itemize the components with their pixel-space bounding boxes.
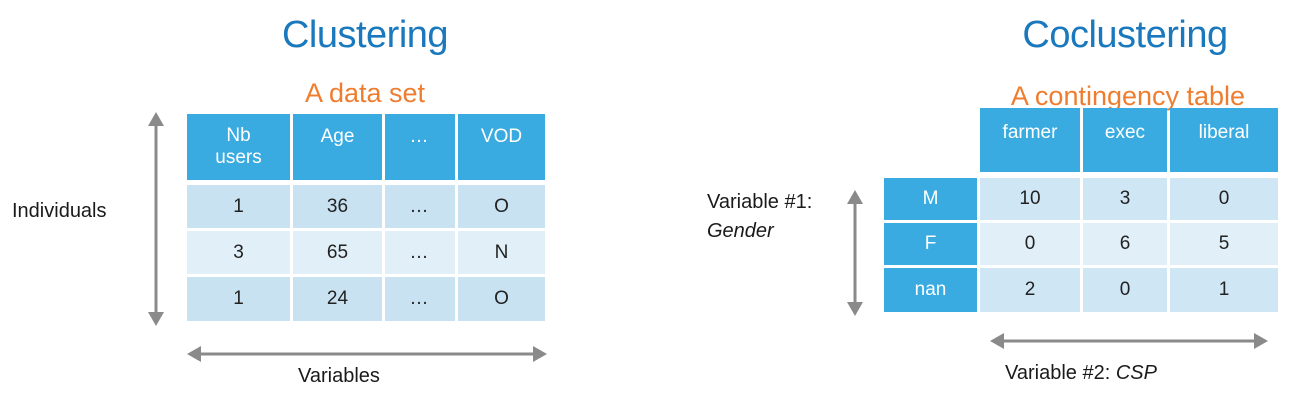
variables-arrow-icon — [187, 346, 547, 362]
variables-label: Variables — [298, 365, 380, 387]
row-header: M — [884, 178, 977, 220]
table-cell: 0 — [980, 223, 1080, 265]
variable-1-prefix: Variable #1: — [707, 191, 813, 213]
table-cell: 6 — [1083, 223, 1167, 265]
table-cell: O — [458, 277, 545, 321]
table-cell: 1 — [1170, 268, 1278, 312]
table-cell: … — [385, 185, 455, 228]
table-cell: 65 — [293, 231, 382, 274]
table-cell: 10 — [980, 178, 1080, 220]
individuals-arrow-icon — [148, 112, 164, 326]
column-header: farmer — [980, 108, 1080, 172]
table-cell: N — [458, 231, 545, 274]
variable-2-arrow-icon — [990, 333, 1268, 349]
table-cell: 3 — [1083, 178, 1167, 220]
coclustering-title: Coclustering — [1022, 14, 1228, 56]
table-cell: 1 — [187, 277, 290, 321]
column-header: Nb users — [187, 114, 290, 180]
data-set-subtitle: A data set — [304, 78, 426, 108]
table-cell: 2 — [980, 268, 1080, 312]
individuals-label: Individuals — [12, 200, 107, 222]
table-cell: O — [458, 185, 545, 228]
variable-1-arrow-icon — [847, 190, 863, 316]
column-header: Age — [293, 114, 382, 180]
column-header: liberal — [1170, 108, 1278, 172]
variable-2-prefix: Variable #2: — [1005, 362, 1111, 384]
table-cell: 1 — [187, 185, 290, 228]
variable-2-label: Variable #2: CSP — [1005, 362, 1157, 385]
variable-1-name: Gender — [707, 220, 774, 242]
table-cell: 0 — [1083, 268, 1167, 312]
table-cell: 0 — [1170, 178, 1278, 220]
table-cell: 24 — [293, 277, 382, 321]
row-header: nan — [884, 268, 977, 312]
table-cell: 5 — [1170, 223, 1278, 265]
column-header: … — [385, 114, 455, 180]
table-cell: 3 — [187, 231, 290, 274]
table-cell: 36 — [293, 185, 382, 228]
variable-2-name: CSP — [1115, 362, 1157, 384]
contingency-table-subtitle: A contingency table — [1010, 81, 1246, 111]
column-header: exec — [1083, 108, 1167, 172]
clustering-title: Clustering — [281, 14, 449, 56]
column-header: VOD — [458, 114, 545, 180]
table-cell: … — [385, 231, 455, 274]
table-cell: … — [385, 277, 455, 321]
row-header: F — [884, 223, 977, 265]
